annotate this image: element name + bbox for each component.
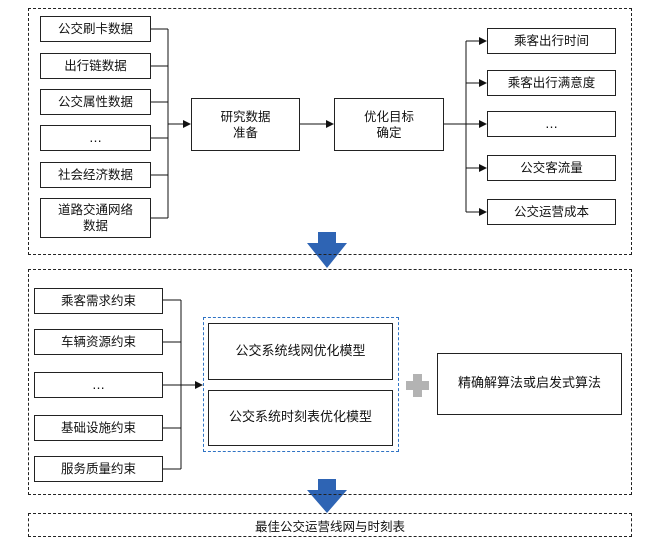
timetable-model-label: 公交系统时刻表优化模型 <box>228 410 372 425</box>
output-label: 公交运营成本 <box>513 204 589 219</box>
constraint-box: 基础设施约束 <box>34 415 163 441</box>
input-box: 社会经济数据 <box>40 162 151 188</box>
output-box: 公交运营成本 <box>487 199 616 225</box>
network-model-box: 公交系统线网优化模型 <box>208 323 393 380</box>
input-label: 公交刷卡数据 <box>57 21 133 36</box>
output-label: 乘客出行满意度 <box>507 75 596 90</box>
output-label: 公交客流量 <box>520 160 583 175</box>
input-box: 公交属性数据 <box>40 89 151 115</box>
input-label: 出行链数据 <box>64 58 127 73</box>
input-label: 社会经济数据 <box>57 167 133 182</box>
goal-label: 优化目标 确定 <box>363 108 414 140</box>
constraint-label: 基础设施约束 <box>60 420 136 435</box>
input-label: 公交属性数据 <box>57 94 133 109</box>
input-label: 道路交通网络 数据 <box>57 202 133 233</box>
output-box: 乘客出行时间 <box>487 28 616 54</box>
data-preparation-box: 研究数据 准备 <box>191 98 300 151</box>
goal-box: 优化目标 确定 <box>334 98 444 151</box>
down-arrow-icon <box>307 479 347 513</box>
algorithm-box: 精确解算法或启发式算法 <box>437 353 622 415</box>
data-preparation-section <box>28 8 632 255</box>
input-label: … <box>89 130 102 145</box>
output-label: 乘客出行时间 <box>513 33 589 48</box>
plus-icon <box>406 374 429 397</box>
constraint-label: 乘客需求约束 <box>60 293 136 308</box>
input-box: 出行链数据 <box>40 53 151 79</box>
timetable-model-box: 公交系统时刻表优化模型 <box>208 390 393 446</box>
algorithm-label: 精确解算法或启发式算法 <box>457 376 601 391</box>
result-label: 最佳公交运营线网与时刻表 <box>254 518 405 534</box>
constraint-label: 服务质量约束 <box>60 461 136 476</box>
constraint-label: 车辆资源约束 <box>60 334 136 349</box>
output-box: … <box>487 111 616 137</box>
data-preparation-label: 研究数据 准备 <box>220 108 271 140</box>
output-label: … <box>545 116 558 131</box>
constraint-box: 服务质量约束 <box>34 456 163 482</box>
result-box: 最佳公交运营线网与时刻表 <box>28 513 632 537</box>
constraint-box: 乘客需求约束 <box>34 288 163 314</box>
input-box: … <box>40 125 151 151</box>
input-box: 公交刷卡数据 <box>40 16 151 42</box>
constraint-box: 车辆资源约束 <box>34 329 163 355</box>
constraint-box: … <box>34 372 163 398</box>
output-box: 乘客出行满意度 <box>487 70 616 96</box>
input-box: 道路交通网络 数据 <box>40 198 151 238</box>
constraint-label: … <box>92 377 105 392</box>
network-model-label: 公交系统线网优化模型 <box>235 343 366 359</box>
model-section <box>28 269 632 495</box>
output-box: 公交客流量 <box>487 155 616 181</box>
down-arrow-icon <box>307 232 347 268</box>
model-group <box>203 317 399 452</box>
